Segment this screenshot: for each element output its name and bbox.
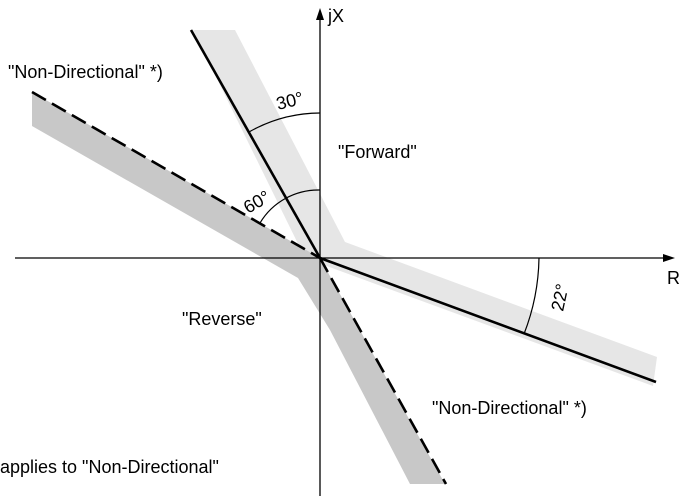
r-axis-arrowhead [663,254,675,262]
non-directional-label-bottom: "Non-Directional" *) [432,398,587,418]
forward-boundary-line-lower [319,256,657,384]
r-axis-label: R [667,268,679,288]
angle-label-30: 30° [274,88,305,114]
angle-arc-30 [248,112,321,133]
footnote: *) applies to "Non-Directional" [0,457,219,477]
jx-axis-arrowhead [316,8,324,20]
forward-boundary-line-upper [189,29,322,259]
angle-arc-60 [259,189,321,224]
reverse-boundary-band [32,92,445,484]
non-directional-label-top: "Non-Directional" *) [8,62,163,82]
angle-arc-22 [523,257,540,335]
jx-axis-label: jX [327,6,344,26]
angle-label-22: 22° [547,282,572,313]
angle-label-60: 60° [240,187,274,218]
reverse-region-label: "Reverse" [182,309,262,329]
reverse-boundary-line-lower [318,257,448,485]
forward-boundary-band [193,30,657,386]
reverse-boundary-line-upper [31,90,321,260]
forward-region-label: "Forward" [338,142,417,162]
